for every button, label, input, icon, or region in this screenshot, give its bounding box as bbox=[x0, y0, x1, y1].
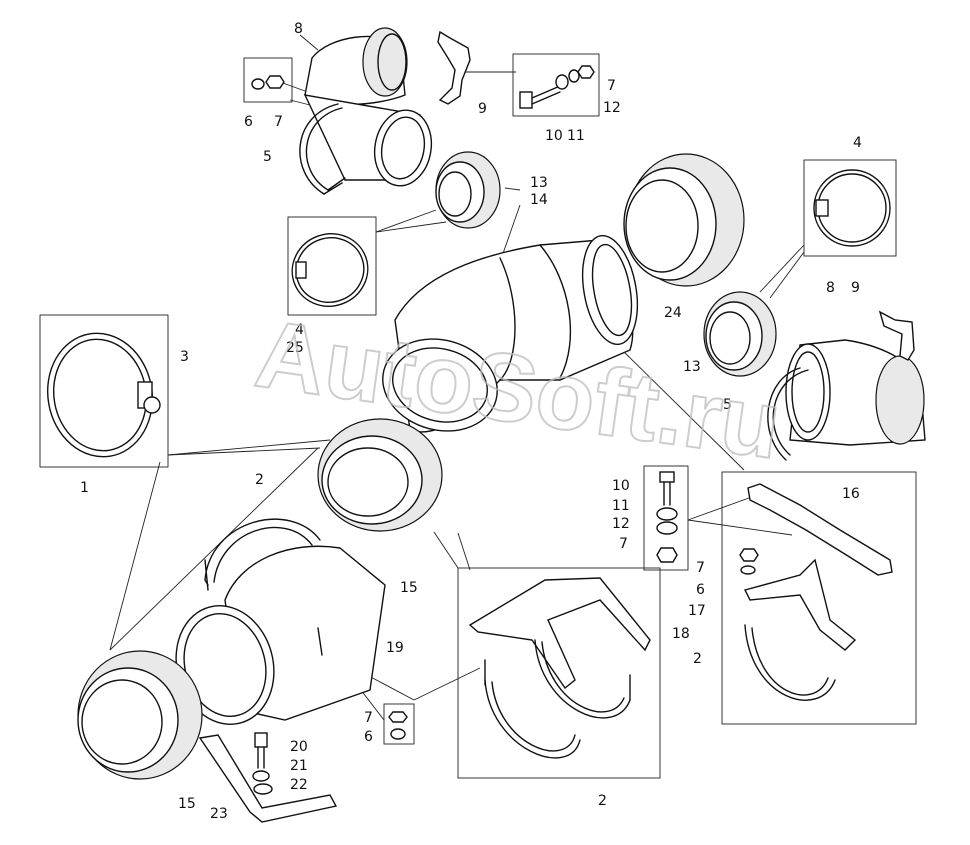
hose-coupling-15-bottom bbox=[77, 650, 203, 780]
bracket-18-assembly bbox=[468, 577, 651, 759]
hose-coupling-top bbox=[362, 27, 408, 97]
label-5-right: 5 bbox=[723, 397, 732, 413]
label-3: 3 bbox=[180, 349, 189, 365]
callout-box-clamp-4-right bbox=[803, 159, 897, 257]
label-13-right: 13 bbox=[683, 359, 701, 375]
hose-coupling-24 bbox=[623, 153, 745, 287]
callout-box-bolt-set-mid bbox=[643, 465, 689, 571]
label-18: 18 bbox=[672, 626, 690, 642]
callout-box-nut-washer-top bbox=[243, 57, 293, 103]
y-junction-pipe-14 bbox=[382, 234, 639, 433]
label-7-bottom: 7 bbox=[364, 710, 373, 726]
elbow-pipe-top bbox=[303, 27, 433, 187]
pipe-19 bbox=[175, 518, 386, 725]
label-2-bottom: 2 bbox=[598, 793, 607, 809]
hose-coupling-13-top bbox=[435, 151, 501, 229]
elbow-pipe-right bbox=[767, 310, 926, 461]
hose-coupling-13-right bbox=[703, 291, 777, 377]
callout-box-bolt-set-top bbox=[512, 53, 600, 117]
label-7-topright: 7 bbox=[607, 78, 616, 94]
part-labels: 8 6 7 5 9 10 11 12 7 13 14 4 4 25 24 8 9… bbox=[80, 21, 862, 822]
bolt-set-mid bbox=[656, 471, 678, 563]
callout-box-clamp-1-3 bbox=[39, 314, 169, 468]
clamp-4-right bbox=[813, 169, 891, 247]
bracket-17-assembly bbox=[739, 548, 857, 701]
nut-washer-top bbox=[251, 75, 285, 90]
label-22: 22 bbox=[290, 777, 308, 793]
callout-boxes bbox=[39, 53, 917, 779]
callout-box-clamp-4-left bbox=[287, 216, 377, 316]
bracket-23 bbox=[198, 732, 338, 823]
label-7-mid: 7 bbox=[619, 536, 628, 552]
label-15-mid: 15 bbox=[400, 580, 418, 596]
label-10-top: 10 bbox=[545, 128, 563, 144]
label-24: 24 bbox=[664, 305, 682, 321]
label-6-bottom: 6 bbox=[364, 729, 373, 745]
label-4-right: 4 bbox=[853, 135, 862, 151]
label-14: 14 bbox=[530, 192, 548, 208]
hose-coupling-15-mid bbox=[317, 418, 443, 532]
label-2-left: 2 bbox=[255, 472, 264, 488]
label-23: 23 bbox=[210, 806, 228, 822]
label-17: 17 bbox=[688, 603, 706, 619]
bracket-9-top bbox=[437, 30, 471, 105]
label-5-top: 5 bbox=[263, 149, 272, 165]
label-6-right: 6 bbox=[696, 582, 705, 598]
label-2-right: 2 bbox=[693, 651, 702, 667]
label-11-top: 11 bbox=[567, 128, 585, 144]
nut-washer-bottom bbox=[388, 711, 408, 740]
label-20: 20 bbox=[290, 739, 308, 755]
label-16: 16 bbox=[842, 486, 860, 502]
label-12-mid: 12 bbox=[612, 516, 630, 532]
label-7-right: 7 bbox=[696, 560, 705, 576]
clamp-band-1-3 bbox=[46, 332, 161, 458]
clamp-4-left bbox=[291, 233, 369, 307]
label-25: 25 bbox=[286, 340, 304, 356]
label-7-top: 7 bbox=[274, 114, 283, 130]
label-8-right: 8 bbox=[826, 280, 835, 296]
label-1: 1 bbox=[80, 480, 89, 496]
label-15-bottom: 15 bbox=[178, 796, 196, 812]
bolt-set-top bbox=[519, 65, 595, 109]
label-9-top: 9 bbox=[478, 101, 487, 117]
label-8-top: 8 bbox=[294, 21, 303, 37]
label-10-mid: 10 bbox=[612, 478, 630, 494]
callout-box-bracket-17 bbox=[721, 471, 917, 725]
label-21: 21 bbox=[290, 758, 308, 774]
clamp-band-5-top bbox=[299, 103, 346, 195]
label-13-top: 13 bbox=[530, 175, 548, 191]
label-6-top: 6 bbox=[244, 114, 253, 130]
label-9-right: 9 bbox=[851, 280, 860, 296]
label-19: 19 bbox=[386, 640, 404, 656]
bracket-16 bbox=[747, 483, 893, 576]
label-4-left: 4 bbox=[295, 322, 304, 338]
label-11-mid: 11 bbox=[612, 498, 630, 514]
callout-box-bracket-18 bbox=[457, 567, 661, 779]
label-12-top: 12 bbox=[603, 100, 621, 116]
callout-box-nut-washer-bottom bbox=[383, 703, 415, 745]
